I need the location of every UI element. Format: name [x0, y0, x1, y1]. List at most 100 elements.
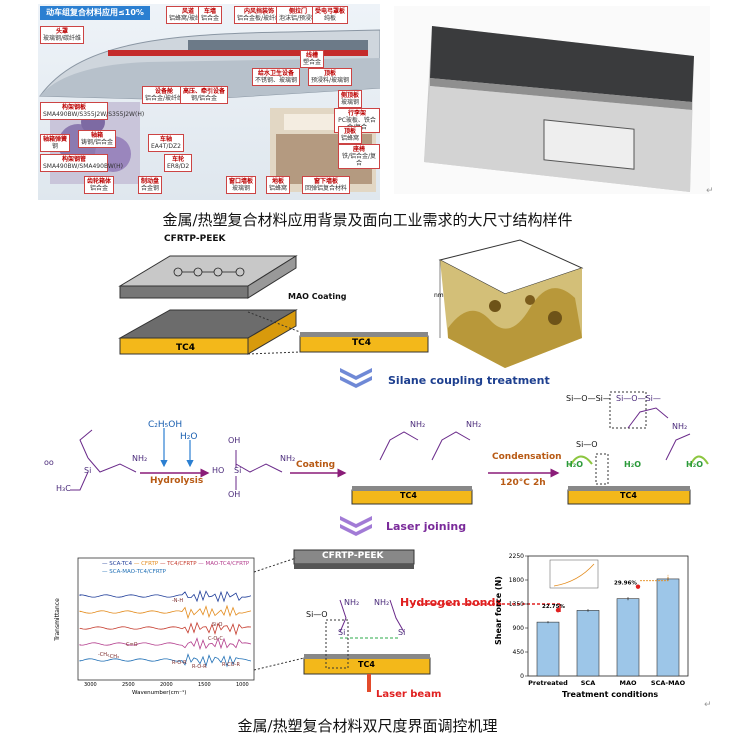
laser-beam-label: Laser beam	[376, 689, 442, 700]
composite-ratio-banner: 动车组复合材料应用≤10%	[40, 6, 150, 20]
peek-formula	[173, 267, 245, 277]
si-o-si-label: Si—O—Si—	[566, 394, 611, 403]
train-label-sub: 泡沫铝/预浸料	[279, 15, 318, 22]
train-label-sub: 纯板	[324, 15, 337, 22]
tc4-label-1: TC4	[176, 343, 196, 353]
down-chevrons-2	[340, 516, 372, 536]
train-label-title: 给水卫生设备	[258, 70, 295, 77]
train-label-title: 齿轮箱体	[87, 178, 112, 185]
train-label-title: 座椅	[352, 146, 365, 153]
train-label-title: 高压、牵引设备	[183, 88, 226, 95]
train-label-title: 制动盘	[141, 178, 160, 185]
return-mark: ↵	[706, 186, 714, 196]
train-label-sub: 铝合金板/玻纤维	[237, 15, 282, 22]
train-label: 受电弓罩板纯板	[312, 6, 349, 24]
train-label: 地板铝蜂窝	[266, 176, 291, 194]
train-label-sub: 玻璃钢	[341, 99, 360, 106]
train-label-title: 内风挡装饰	[244, 8, 275, 15]
nh2-joint-1: NH₂	[344, 598, 360, 607]
train-label: 窗口墙板玻璃钢	[226, 176, 257, 194]
bar-ytick-label: 1800	[509, 577, 524, 584]
ftir-annotation: C-O-C	[208, 636, 223, 642]
ftir-legend-item: — SCA-MAO-TC4/CFRTP	[102, 569, 166, 575]
train-label: 线槽塑合金	[300, 50, 325, 68]
bar-annotation: 29.96%	[614, 581, 637, 587]
bar-ytick-label: 450	[513, 649, 525, 656]
ftir-series-line	[79, 589, 252, 603]
oo-label: oo	[44, 458, 54, 467]
train-label-sub: 不锈钢、玻璃钢	[255, 77, 298, 84]
h3c-label: H₃C	[56, 484, 71, 493]
bar-connector	[640, 574, 669, 582]
caption-application: 金属/热塑复合材料应用背景及面向工业需求的大尺寸结构样件	[162, 211, 573, 229]
tc4-label-5: TC4	[358, 660, 375, 669]
ftir-xtick: 2500	[122, 682, 135, 688]
bar-ytick-label: 0	[520, 673, 524, 680]
nh2-hydro: NH₂	[280, 454, 296, 463]
ftir-legend: — SCA-TC4 — CFRTP — TC4/CFRTP — MAO-TC4/…	[102, 560, 252, 576]
bar-category-label: SCA	[581, 679, 595, 687]
down-chevrons-1	[340, 368, 372, 388]
shear-bar	[656, 578, 680, 677]
train-label-sub: 铝合金	[90, 185, 109, 192]
oh-hydro-bottom: OH	[228, 490, 241, 499]
train-label: 侧顶板玻璃钢	[338, 90, 363, 108]
cfrtp-peek-label-2: CFRTP-PEEK	[322, 551, 384, 561]
coating-label: Coating	[296, 460, 336, 470]
train-panel: 动车组复合材料应用≤10% 头罩玻璃钢/碳纤维风道铝蜂窝/玻纤维车墙铝合金内风挡…	[38, 4, 380, 200]
train-label-title: 风道	[182, 8, 195, 15]
ftir-annotation: -CH₂	[98, 652, 110, 658]
tc4-label-4: TC4	[620, 491, 637, 500]
ftir-panel: — SCA-TC4 — CFRTP — TC4/CFRTP — MAO-TC4/…	[54, 556, 260, 698]
train-label: 顶板预浸料/玻璃钢	[308, 68, 353, 86]
train-label: 高压、牵引设备钢/铝合金	[180, 86, 229, 104]
train-label: 侧拉门泡沫铝/预浸料	[276, 6, 321, 24]
ho-hydro: HO	[212, 466, 225, 475]
ftir-xtick: 3000	[84, 682, 97, 688]
train-label: 窗下墙板回弹铝复合材料	[302, 176, 351, 194]
train-label-sub: 钢/铝合金	[190, 95, 218, 102]
bar-annotation: 22.75%	[542, 604, 565, 610]
ftir-series-line	[79, 621, 252, 636]
bar-ytick-label: 1350	[509, 601, 524, 608]
train-label-title: 轴箱弹簧	[43, 136, 68, 143]
train-label-title: 车墙	[204, 8, 217, 15]
ftir-annotation: R-O-R	[172, 660, 187, 666]
afm-nm-label: nm	[434, 292, 444, 299]
shear-bar	[616, 598, 640, 677]
ftir-xlabel: Wavenumber(cm⁻¹)	[132, 690, 187, 696]
ftir-annotation: Si-O	[212, 622, 223, 628]
nh2-cond: NH₂	[672, 422, 688, 431]
condensation-label: Condensation	[492, 452, 562, 462]
water-label: H₂O	[180, 432, 198, 442]
bar-xlabel: Treatment conditions	[562, 690, 659, 699]
h2o-cond-3: H₂O	[686, 460, 703, 469]
bar-category-label: MAO	[619, 679, 636, 687]
inset-curve	[553, 563, 595, 587]
si-joint-2: Si	[398, 628, 406, 637]
train-label-title: 地板	[272, 178, 285, 185]
si-joint-o: Si—O	[306, 610, 328, 619]
ftir-spectrum	[77, 557, 255, 681]
train-label-title: 车轴	[159, 136, 172, 143]
train-label: 头罩玻璃钢/碳纤维	[40, 26, 85, 44]
silane-molecule	[70, 429, 137, 491]
bar-category-label: Pretreated	[528, 679, 568, 687]
si-o-si-box: Si—O—Si—	[616, 394, 661, 403]
shear-bar	[576, 610, 600, 677]
nh2-joint-2: NH₂	[374, 598, 390, 607]
train-label-title: 线槽	[306, 52, 319, 59]
ftir-xtick: 1500	[198, 682, 211, 688]
bar-category-label: SCA-MAO	[651, 679, 686, 687]
train-label-sub: SMA490BW/SMA490BW(H)	[43, 163, 123, 170]
ftir-series-line	[79, 653, 252, 668]
ftir-legend-item: — TC4/CFRTP	[159, 561, 199, 567]
return-mark-2: ↵	[704, 700, 712, 710]
hydrogen-bonds-label: Hydrogen bonds	[400, 596, 502, 609]
ftir-annotation: C=O	[126, 642, 138, 648]
train-label-sub: 玻璃钢/碳纤维	[43, 35, 82, 42]
mao-coating-label: MAO Coating	[288, 292, 347, 301]
bar-ytick-label: 2250	[509, 553, 524, 560]
